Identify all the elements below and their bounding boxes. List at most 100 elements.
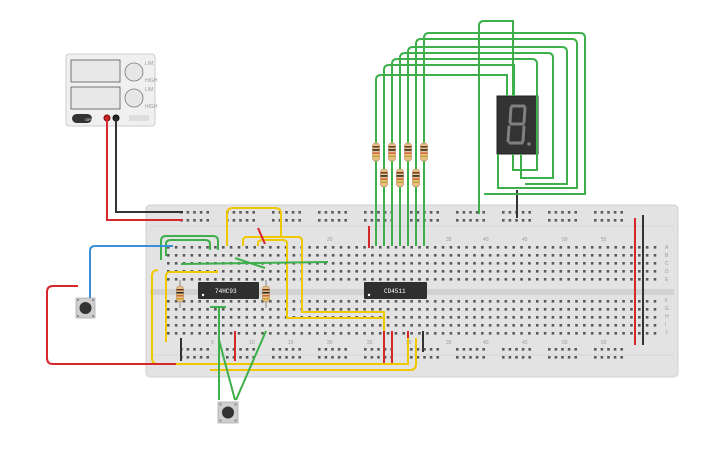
breadboard-hole[interactable] [469, 219, 472, 222]
breadboard-hole[interactable] [229, 246, 233, 249]
breadboard-hole[interactable] [190, 308, 194, 311]
breadboard-hole[interactable] [630, 278, 633, 281]
breadboard-hole[interactable] [324, 348, 328, 351]
breadboard-hole[interactable] [496, 278, 500, 281]
breadboard-hole[interactable] [583, 246, 586, 249]
breadboard-hole[interactable] [645, 300, 649, 303]
breadboard-hole[interactable] [600, 348, 604, 351]
breadboard-hole[interactable] [418, 332, 421, 335]
breadboard-hole[interactable] [261, 278, 264, 281]
breadboard-hole[interactable] [167, 324, 170, 327]
breadboard-hole[interactable] [426, 278, 429, 281]
breadboard-hole[interactable] [229, 332, 233, 335]
breadboard-hole[interactable] [561, 356, 564, 359]
breadboard-hole[interactable] [520, 300, 523, 303]
breadboard-hole[interactable] [190, 246, 194, 249]
breadboard-hole[interactable] [331, 246, 335, 249]
breadboard-hole[interactable] [543, 278, 547, 281]
breadboard-hole[interactable] [575, 332, 578, 335]
breadboard-hole[interactable] [607, 211, 610, 214]
breadboard-hole[interactable] [606, 270, 610, 273]
breadboard-hole[interactable] [363, 300, 366, 303]
breadboard-hole[interactable] [551, 308, 555, 311]
breadboard-hole[interactable] [410, 324, 413, 327]
breadboard-hole[interactable] [232, 348, 236, 351]
breadboard-hole[interactable] [308, 278, 311, 281]
seven-segment-display[interactable] [496, 95, 539, 155]
breadboard-hole[interactable] [528, 211, 531, 214]
breadboard-hole[interactable] [237, 332, 241, 335]
breadboard-hole[interactable] [567, 246, 570, 249]
breadboard-hole[interactable] [630, 324, 633, 327]
breadboard-hole[interactable] [229, 300, 233, 303]
breadboard-hole[interactable] [481, 278, 484, 281]
breadboard-hole[interactable] [488, 308, 492, 311]
breadboard-hole[interactable] [590, 332, 594, 335]
breadboard-hole[interactable] [245, 332, 249, 335]
breadboard-hole[interactable] [378, 254, 382, 257]
breadboard-hole[interactable] [229, 324, 233, 327]
breadboard-hole[interactable] [449, 278, 453, 281]
breadboard-hole[interactable] [364, 356, 367, 359]
breadboard-hole[interactable] [559, 278, 563, 281]
breadboard-hole[interactable] [559, 332, 563, 335]
breadboard-hole[interactable] [429, 211, 433, 214]
breadboard-hole[interactable] [394, 308, 398, 311]
breadboard-hole[interactable] [174, 262, 178, 265]
breadboard-hole[interactable] [272, 356, 275, 359]
breadboard-hole[interactable] [433, 316, 437, 319]
breadboard-hole[interactable] [402, 316, 406, 319]
breadboard-hole[interactable] [261, 316, 264, 319]
breadboard-hole[interactable] [481, 332, 484, 335]
breadboard-hole[interactable] [482, 211, 485, 214]
breadboard-hole[interactable] [426, 270, 429, 273]
breadboard-hole[interactable] [377, 219, 380, 222]
breadboard-hole[interactable] [402, 308, 406, 311]
breadboard-hole[interactable] [386, 300, 390, 303]
breadboard-hole[interactable] [469, 211, 472, 214]
breadboard-hole[interactable] [167, 332, 170, 335]
breadboard-hole[interactable] [363, 270, 366, 273]
breadboard-hole[interactable] [508, 211, 512, 214]
breadboard-hole[interactable] [508, 219, 512, 222]
breadboard-hole[interactable] [449, 324, 453, 327]
breadboard-hole[interactable] [377, 348, 380, 351]
breadboard-hole[interactable] [261, 324, 264, 327]
breadboard-hole[interactable] [298, 219, 301, 222]
breadboard-hole[interactable] [386, 316, 390, 319]
breadboard-hole[interactable] [551, 246, 555, 249]
breadboard-hole[interactable] [567, 316, 570, 319]
breadboard-hole[interactable] [520, 262, 523, 265]
breadboard-hole[interactable] [226, 356, 229, 359]
breadboard-hole[interactable] [221, 270, 225, 273]
breadboard-hole[interactable] [449, 254, 453, 257]
breadboard-hole[interactable] [622, 278, 625, 281]
breadboard-hole[interactable] [324, 278, 327, 281]
breadboard-hole[interactable] [206, 316, 209, 319]
breadboard-hole[interactable] [600, 219, 604, 222]
breadboard-hole[interactable] [292, 332, 296, 335]
breadboard-hole[interactable] [292, 300, 296, 303]
breadboard-hole[interactable] [229, 278, 233, 281]
breadboard-hole[interactable] [606, 332, 610, 335]
breadboard-hole[interactable] [554, 348, 558, 351]
breadboard-hole[interactable] [394, 262, 398, 265]
breadboard-hole[interactable] [559, 308, 563, 311]
breadboard-hole[interactable] [653, 262, 657, 265]
breadboard-hole[interactable] [590, 246, 594, 249]
breadboard-hole[interactable] [198, 332, 201, 335]
breadboard-hole[interactable] [561, 348, 564, 351]
breadboard-hole[interactable] [378, 246, 382, 249]
breadboard-hole[interactable] [551, 278, 555, 281]
breadboard-hole[interactable] [308, 324, 311, 327]
power-switch[interactable] [72, 114, 92, 123]
breadboard-hole[interactable] [441, 332, 445, 335]
breadboard-hole[interactable] [410, 300, 413, 303]
resistor[interactable] [176, 280, 184, 308]
breadboard-hole[interactable] [567, 356, 571, 359]
breadboard-hole[interactable] [502, 211, 505, 214]
breadboard-hole[interactable] [622, 246, 625, 249]
breadboard-hole[interactable] [653, 324, 657, 327]
breadboard-hole[interactable] [567, 262, 570, 265]
breadboard-hole[interactable] [276, 246, 280, 249]
